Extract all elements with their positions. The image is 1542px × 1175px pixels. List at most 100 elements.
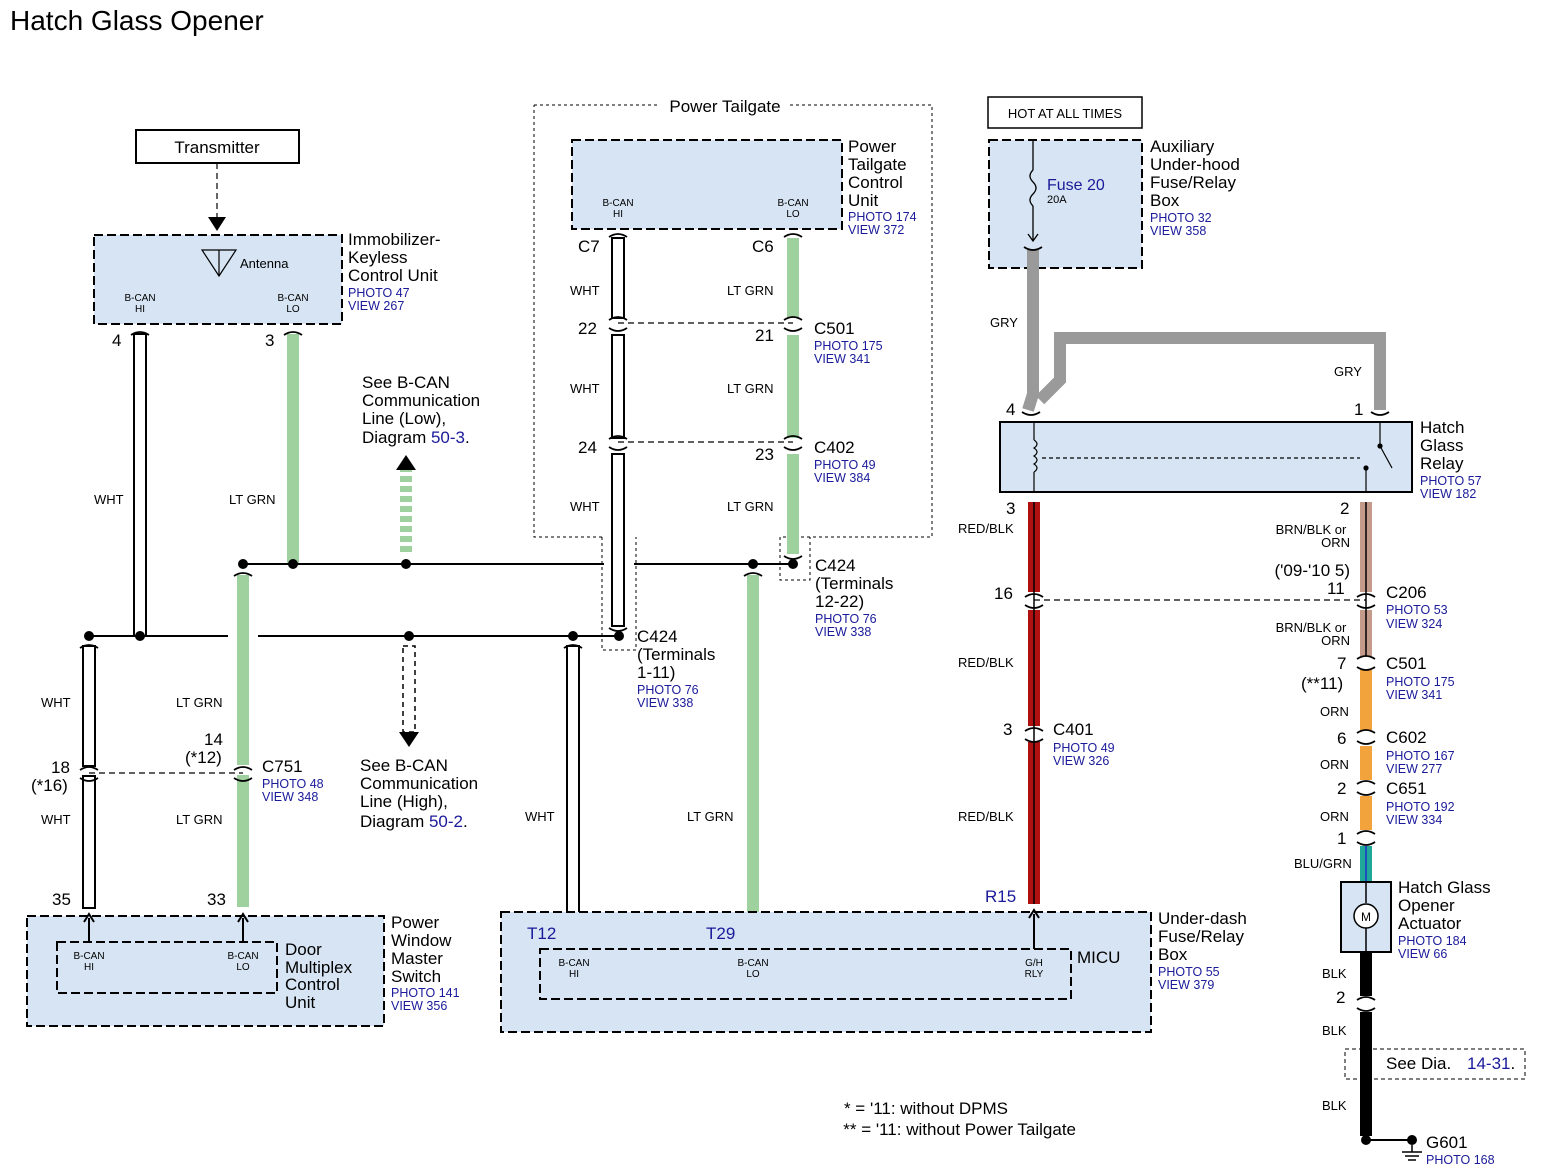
tailgate-unit-name: Power Tailgate Control Unit (848, 137, 911, 210)
wire-ltgrn-tailgate-3 (787, 454, 799, 554)
underdash-view: VIEW 379 (1158, 978, 1214, 992)
fuse-rating: 20A (1047, 194, 1067, 206)
c651-photo: PHOTO 192 (1386, 800, 1455, 814)
wire-label-orn-3: ORN (1320, 809, 1349, 824)
c751-photo: PHOTO 48 (262, 777, 324, 791)
wire-label-ltgrn-1: LT GRN (229, 492, 275, 507)
wire-gry-loop (1035, 332, 1386, 410)
wire-ltgrn-micu (747, 575, 759, 942)
wire-label-blk-1: BLK (1322, 966, 1347, 981)
actuator-view: VIEW 66 (1398, 947, 1447, 961)
c424a-photo: PHOTO 76 (815, 612, 877, 626)
relay-pin-2: 2 (1340, 499, 1349, 518)
wire-wht-micu (566, 645, 580, 943)
aux-box-name: Auxiliary Under-hood Fuse/Relay Box (1150, 137, 1245, 210)
c501-top-name: C501 (814, 319, 855, 338)
c501r-photo: PHOTO 175 (1386, 675, 1455, 689)
power-tailgate-outline (533, 104, 933, 651)
wire-label-brn-2: BRN/BLK or ORN (1276, 620, 1350, 648)
micu-box (539, 948, 1072, 1000)
c424a-sub: (Terminals 12-22) (815, 574, 898, 611)
tailgate-unit-box (571, 139, 843, 230)
bcan-low-arrow (396, 455, 416, 552)
wire-wht-immob (133, 333, 147, 637)
hot-at-all-times-label: HOT AT ALL TIMES (1008, 106, 1122, 121)
ground-icon (1402, 1145, 1422, 1161)
micu-pin-hi: T12 (527, 924, 556, 943)
wire-wht-tailgate-2 (611, 334, 625, 439)
relay-pin-1: 1 (1354, 400, 1363, 419)
wire-blugrn (1360, 846, 1372, 882)
relay-switch-icon (1363, 422, 1393, 492)
wire-label-redblk-1: RED/BLK (958, 521, 1014, 536)
transmitter-box (135, 129, 300, 164)
wire-wht-door-upper (82, 645, 96, 767)
underdash-photo: PHOTO 55 (1158, 965, 1220, 979)
tailgate-pin-lo: C6 (752, 237, 774, 256)
motor-label: M (1361, 910, 1371, 924)
pwms-box (26, 915, 385, 1027)
wire-ltgrn-immob (287, 334, 299, 564)
door-pin-lo: 33 (207, 890, 226, 909)
transmitter-label: Transmitter (174, 138, 260, 157)
immobilizer-photo: PHOTO 47 (348, 286, 410, 300)
c401-view: VIEW 326 (1053, 754, 1109, 768)
link-50-3[interactable]: 50-3 (431, 428, 465, 447)
c501r-name: C501 (1386, 654, 1427, 673)
page-title: Hatch Glass Opener (10, 5, 264, 36)
actuator-photo: PHOTO 184 (1398, 934, 1467, 948)
relay-box (999, 421, 1413, 493)
underdash-box (500, 911, 1152, 1033)
wire-label-wht-2: WHT (41, 695, 71, 710)
immobilizer-view: VIEW 267 (348, 299, 404, 313)
wire-label-wht-1: WHT (94, 492, 124, 507)
see-dia-link[interactable]: 14-31. (1467, 1054, 1515, 1073)
c424b-view: VIEW 338 (637, 696, 693, 710)
c602-view: VIEW 277 (1386, 762, 1442, 776)
wire-orn-2 (1360, 746, 1372, 780)
wire-ltgrn-tailgate-2 (787, 335, 799, 438)
link-50-2[interactable]: 50-2 (429, 812, 463, 831)
c424a-name: C424 (815, 556, 856, 575)
c501r-pin-alt: (**11) (1301, 674, 1343, 693)
c206-pin-note: ('09-'10 5) (1275, 561, 1350, 580)
wire-label-wht-5: WHT (570, 381, 600, 396)
actuator-pin: 2 (1336, 988, 1345, 1007)
wire-label-ltgrn-5: LT GRN (727, 381, 773, 396)
c602-name: C602 (1386, 728, 1427, 747)
pwms-name: Power Window Master Switch (391, 913, 456, 986)
bcan-high-arrow (399, 645, 419, 747)
c424b-sub: (Terminals 1-11) (637, 645, 720, 682)
c401-pin: 3 (1003, 720, 1012, 739)
wire-orn-3 (1360, 796, 1372, 830)
door-unit-name: Door Multiplex Control Unit (285, 940, 357, 1012)
wire-label-ltgrn-4: LT GRN (727, 283, 773, 298)
c651-pin-b: 1 (1337, 829, 1346, 848)
c501r-pin: 7 (1337, 654, 1346, 673)
wire-label-brn-1: BRN/BLK or ORN (1276, 522, 1350, 550)
c501-top-pin-r: 21 (755, 326, 774, 345)
wire-label-redblk-2: RED/BLK (958, 655, 1014, 670)
wire-label-gry-2: GRY (1334, 364, 1362, 379)
pwms-view: VIEW 356 (391, 999, 447, 1013)
note-bcan-high: See B-CAN Communication Line (High), Dia… (360, 756, 483, 831)
wire-label-blk-2: BLK (1322, 1023, 1347, 1038)
wire-ltgrn-door-lower (237, 775, 249, 907)
c501r-view: VIEW 341 (1386, 688, 1442, 702)
c651-name: C651 (1386, 779, 1427, 798)
footnote-2: ** = '11: without Power Tailgate (843, 1120, 1076, 1139)
wire-label-blugrn: BLU/GRN (1294, 856, 1352, 871)
fuse-name: Fuse 20 (1047, 177, 1105, 194)
wire-orn-1 (1360, 670, 1372, 730)
power-tailgate-label: Power Tailgate (669, 97, 780, 116)
wire-label-orn-2: ORN (1320, 757, 1349, 772)
c501-top-view: VIEW 341 (814, 352, 870, 366)
micu-pin-gh: R15 (985, 887, 1016, 906)
c651-pin: 2 (1337, 779, 1346, 798)
